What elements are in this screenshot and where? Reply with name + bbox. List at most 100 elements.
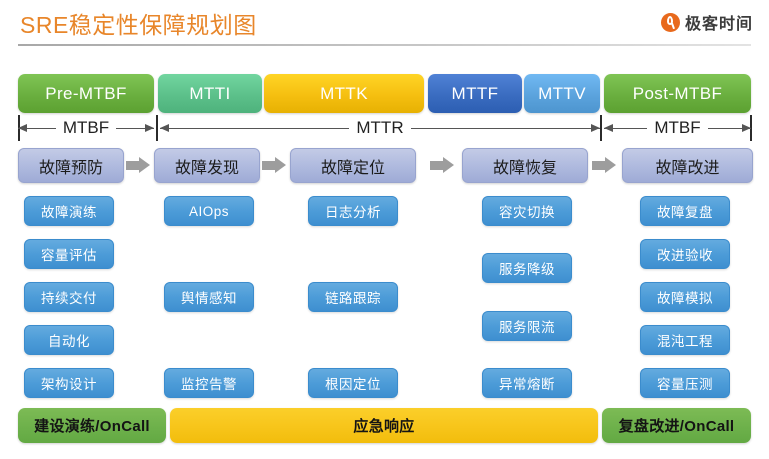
phase-box-label: 故障改进 (655, 159, 720, 177)
footer-bar-1[interactable]: 建设演练/OnCall (18, 408, 166, 443)
phase-band-label: MTTI (189, 83, 231, 103)
axis-arrow-right (707, 123, 752, 132)
practice-chip-label: AIOps (188, 203, 229, 219)
axis-tick (750, 115, 752, 141)
brand-name: 极客时间 (684, 16, 753, 33)
flow-arrow-icon (262, 157, 286, 173)
axis-segment-label: MTTR (356, 118, 404, 137)
axis-tick (600, 115, 602, 141)
time-axis: MTBF MTTR MTBF (0, 113, 769, 143)
axis-arrow-left (604, 123, 648, 132)
practice-chip[interactable]: 持续交付 (24, 282, 114, 312)
phase-box-label: 故障恢复 (492, 159, 557, 177)
practice-chip-label: 舆情感知 (181, 291, 237, 306)
axis-arrow-right (116, 123, 154, 132)
flow-arrow-head (443, 157, 454, 173)
page-title: SRE稳定性保障规划图 (20, 12, 257, 38)
practice-chip-label: 服务降级 (499, 262, 555, 277)
phase-band-label: Pre-MTBF (45, 83, 127, 103)
phase-box-1[interactable]: 故障预防 (18, 148, 124, 183)
phase-band-mttk[interactable]: MTTK (264, 74, 424, 113)
phase-band-label: MTTK (320, 83, 368, 103)
practice-chip[interactable]: 改进验收 (640, 239, 730, 269)
practice-chip[interactable]: 故障模拟 (640, 282, 730, 312)
practice-chip[interactable]: 异常熔断 (482, 368, 572, 398)
axis-arrow-left (160, 123, 350, 132)
phase-band-post-mtbf[interactable]: Post-MTBF (604, 74, 751, 113)
practice-chip-label: 日志分析 (325, 205, 381, 220)
practice-chip-label: 自动化 (48, 334, 90, 349)
axis-segment-mtbf-2: MTBF (604, 113, 752, 143)
practice-chip[interactable]: 服务降级 (482, 253, 572, 283)
flow-arrow-head (139, 157, 150, 173)
practice-chip-label: 容量评估 (41, 248, 97, 263)
practice-chip[interactable]: 混沌工程 (640, 325, 730, 355)
phase-box-label: 故障预防 (38, 159, 103, 177)
footer-bar-label: 应急响应 (353, 418, 415, 435)
footer-bar-2[interactable]: 应急响应 (170, 408, 598, 443)
practice-chip[interactable]: 架构设计 (24, 368, 114, 398)
practice-chip[interactable]: 日志分析 (308, 196, 398, 226)
practice-chip[interactable]: 容量压测 (640, 368, 730, 398)
phase-box-3[interactable]: 故障定位 (290, 148, 416, 183)
phase-box-label: 故障定位 (320, 159, 385, 177)
practice-chip[interactable]: 故障复盘 (640, 196, 730, 226)
footer-bar-3[interactable]: 复盘改进/OnCall (602, 408, 751, 443)
axis-arrow-right (410, 123, 601, 132)
practice-chip[interactable]: AIOps (164, 196, 254, 226)
practice-chip[interactable]: 链路跟踪 (308, 282, 398, 312)
practice-chip[interactable]: 监控告警 (164, 368, 254, 398)
brand-logo: 极客时间 (660, 10, 753, 34)
phase-box-4[interactable]: 故障恢复 (462, 148, 588, 183)
practice-chip-label: 监控告警 (181, 377, 237, 392)
practice-chip-label: 异常熔断 (499, 377, 555, 392)
practice-chip[interactable]: 容量评估 (24, 239, 114, 269)
footer-bar-label: 建设演练/OnCall (34, 418, 150, 435)
practice-chip[interactable]: 服务限流 (482, 311, 572, 341)
flow-arrow-shaft (430, 161, 444, 170)
practice-chip-label: 容灾切换 (499, 205, 555, 220)
geekbang-logo-icon (660, 12, 680, 32)
flow-arrow-icon (592, 157, 616, 173)
axis-segment-mtbf-0: MTBF (18, 113, 154, 143)
practice-chip[interactable]: 自动化 (24, 325, 114, 355)
axis-arrow-left (18, 123, 56, 132)
practice-chip-label: 根因定位 (325, 377, 381, 392)
phase-band-label: MTTV (538, 83, 586, 103)
practice-chip[interactable]: 故障演练 (24, 196, 114, 226)
axis-segment-label: MTBF (62, 118, 110, 137)
flow-arrow-icon (430, 157, 454, 173)
practice-chip[interactable]: 容灾切换 (482, 196, 572, 226)
axis-segment-mttr-1: MTTR (160, 113, 601, 143)
practice-chip-label: 故障演练 (41, 205, 97, 220)
flow-arrow-head (275, 157, 286, 173)
flow-arrow-head (605, 157, 616, 173)
axis-tick (156, 115, 158, 141)
page-header: SRE稳定性保障规划图 极客时间 (0, 0, 769, 48)
phase-box-5[interactable]: 故障改进 (622, 148, 753, 183)
practice-chip-label: 链路跟踪 (325, 291, 381, 306)
phase-band-label: Post-MTBF (632, 83, 723, 103)
phase-band-mtti[interactable]: MTTI (158, 74, 262, 113)
phase-band-label: MTTF (451, 83, 499, 103)
practice-chip-label: 架构设计 (41, 377, 97, 392)
practice-chip-label: 容量压测 (657, 377, 713, 392)
flow-arrow-icon (126, 157, 150, 173)
phase-band-mttv[interactable]: MTTV (524, 74, 600, 113)
practice-chip-label: 服务限流 (499, 320, 555, 335)
flow-arrow-shaft (126, 161, 140, 170)
practice-chip[interactable]: 舆情感知 (164, 282, 254, 312)
phase-band-mttf[interactable]: MTTF (428, 74, 522, 113)
phase-box-label: 故障发现 (174, 159, 239, 177)
header-divider (18, 44, 751, 46)
practice-chip-label: 故障模拟 (657, 291, 713, 306)
phase-box-2[interactable]: 故障发现 (154, 148, 260, 183)
practice-chip[interactable]: 根因定位 (308, 368, 398, 398)
practice-chip-label: 持续交付 (41, 291, 97, 306)
practice-chip-label: 改进验收 (657, 248, 713, 263)
phase-band-pre-mtbf[interactable]: Pre-MTBF (18, 74, 154, 113)
practice-chip-label: 混沌工程 (657, 334, 713, 349)
practice-chip-label: 故障复盘 (657, 205, 713, 220)
footer-bar-label: 复盘改进/OnCall (618, 418, 735, 435)
